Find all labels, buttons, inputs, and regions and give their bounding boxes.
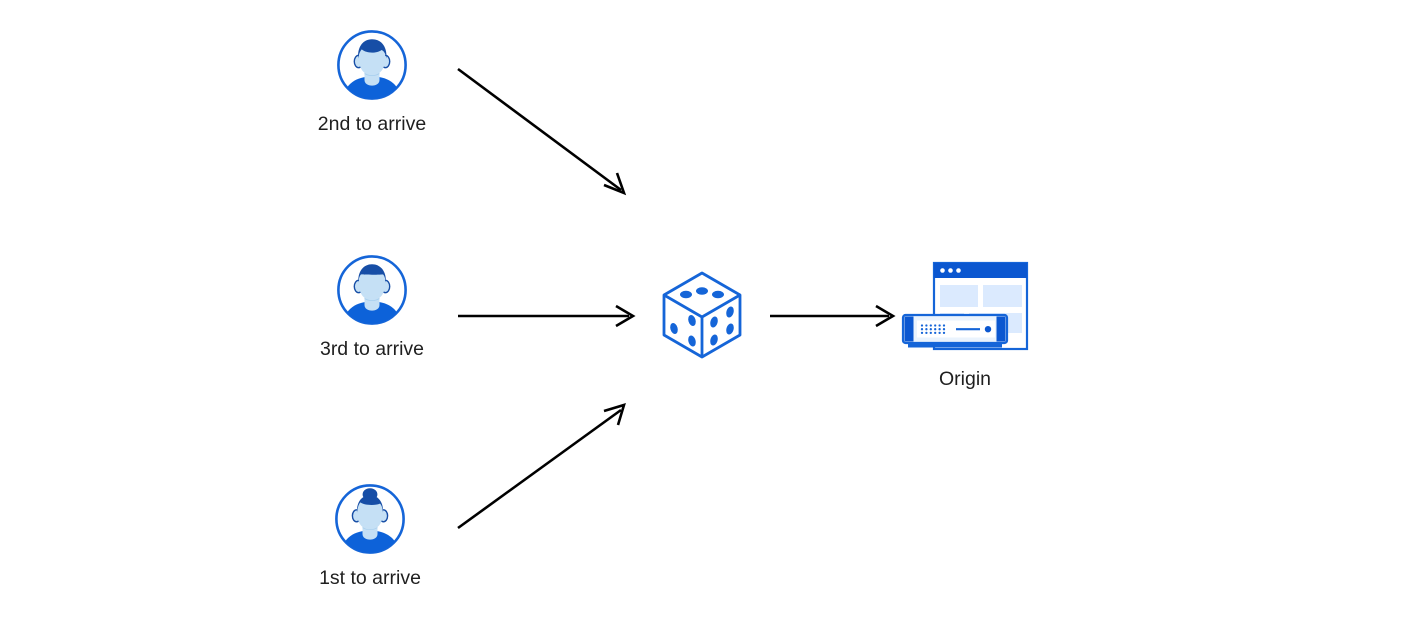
arrow-dice-to-origin xyxy=(770,304,896,328)
node-origin-server: Origin xyxy=(901,260,1029,390)
arrow-1st-to-dice xyxy=(457,403,626,530)
node-label-origin: Origin xyxy=(938,368,992,390)
user-avatar-icon xyxy=(335,28,409,102)
node-randomizer xyxy=(659,270,745,360)
server-appliance xyxy=(901,313,1009,348)
origin-server-icon xyxy=(901,260,1029,356)
arrow-3rd-to-dice xyxy=(458,304,636,328)
node-visitor-3rd: 3rd to arrive xyxy=(310,253,434,360)
node-visitor-2nd: 2nd to arrive xyxy=(310,28,434,135)
user-avatar-icon xyxy=(335,253,409,327)
node-label-visitor-3rd: 3rd to arrive xyxy=(319,338,425,360)
node-label-visitor-1st: 1st to arrive xyxy=(319,567,421,589)
dice-icon xyxy=(659,270,745,360)
node-visitor-1st: 1st to arrive xyxy=(308,482,432,589)
user-avatar-icon xyxy=(333,482,407,556)
node-label-visitor-2nd: 2nd to arrive xyxy=(317,113,427,135)
arrow-2nd-to-dice xyxy=(457,67,627,196)
